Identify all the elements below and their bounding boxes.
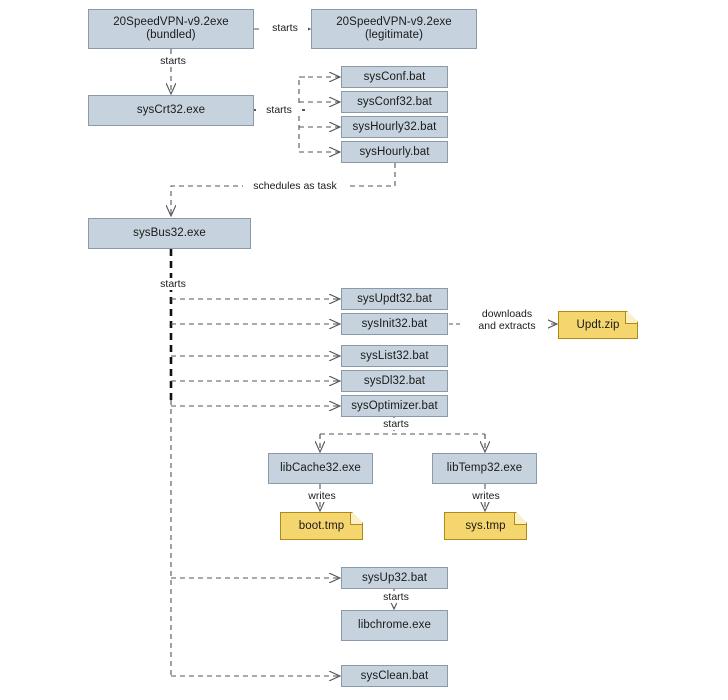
node-label: sysDl32.bat — [363, 374, 426, 387]
node-label: sysConf32.bat — [357, 95, 432, 108]
edge-label-lbl_downloads: downloads and extracts — [466, 308, 548, 332]
node-label: sysClean.bat — [360, 669, 429, 682]
node-label: sysList32.bat — [360, 349, 429, 362]
node-sysinit32[interactable]: sysInit32.bat — [341, 313, 448, 335]
node-label: sysCrt32.exe — [136, 104, 206, 116]
node-label: Updt.zip — [576, 318, 620, 331]
node-libchrome[interactable]: libchrome.exe — [341, 610, 448, 641]
node-sysbus32[interactable]: sysBus32.exe — [88, 218, 251, 249]
node-sysconf[interactable]: sysConf.bat — [341, 66, 448, 88]
edge-label-lbl_writes_temp: writes — [463, 490, 509, 502]
node-sysupdt32[interactable]: sysUpdt32.bat — [341, 288, 448, 310]
node-sys_tmp[interactable]: sys.tmp — [444, 512, 527, 540]
node-label: libchrome.exe — [358, 619, 431, 631]
node-updt_zip[interactable]: Updt.zip — [558, 311, 638, 339]
edge-label-lbl_starts_opt: starts — [373, 418, 419, 430]
edge-label-lbl_starts_crt: starts — [150, 55, 196, 67]
node-syshourly[interactable]: sysHourly.bat — [341, 141, 448, 163]
node-label: sysConf.bat — [363, 70, 426, 83]
node-label: sysHourly32.bat — [352, 120, 437, 133]
node-sysup32[interactable]: sysUp32.bat — [341, 567, 448, 589]
node-sysoptimizer[interactable]: sysOptimizer.bat — [341, 395, 448, 417]
edge-label-lbl_writes_cache: writes — [299, 490, 345, 502]
node-label: boot.tmp — [298, 519, 345, 532]
node-boot_tmp[interactable]: boot.tmp — [280, 512, 363, 540]
node-label: libCache32.exe — [280, 462, 361, 474]
node-syshourly32[interactable]: sysHourly32.bat — [341, 116, 448, 138]
folded-corner-icon — [514, 513, 526, 525]
edge-label-lbl_starts_bats: starts — [256, 104, 302, 116]
folded-corner-icon — [625, 312, 637, 324]
node-label: sysBus32.exe — [133, 227, 206, 239]
edge-label-lbl_starts_bus: starts — [150, 278, 196, 290]
node-label: 20SpeedVPN-v9.2exe (legitimate) — [336, 16, 452, 41]
node-vpn_bundled[interactable]: 20SpeedVPN-v9.2exe (bundled) — [88, 9, 254, 49]
edge-label-lbl_starts_up32: starts — [373, 591, 419, 603]
node-label: 20SpeedVPN-v9.2exe (bundled) — [113, 16, 229, 41]
node-label: sys.tmp — [465, 519, 506, 532]
edge-label-lbl_starts_vpn: starts — [262, 22, 308, 34]
node-sysclean[interactable]: sysClean.bat — [341, 665, 448, 687]
node-sysconf32[interactable]: sysConf32.bat — [341, 91, 448, 113]
node-syscrt32[interactable]: sysCrt32.exe — [88, 95, 254, 126]
node-libcache32[interactable]: libCache32.exe — [268, 453, 373, 484]
node-sysdl32[interactable]: sysDl32.bat — [341, 370, 448, 392]
edge-label-lbl_schedules: schedules as task — [243, 180, 347, 192]
node-vpn_legit[interactable]: 20SpeedVPN-v9.2exe (legitimate) — [311, 9, 477, 49]
node-label: libTemp32.exe — [446, 462, 523, 474]
node-label: sysOptimizer.bat — [351, 399, 438, 412]
node-label: sysInit32.bat — [361, 317, 428, 330]
node-syslist32[interactable]: sysList32.bat — [341, 345, 448, 367]
node-libtemp32[interactable]: libTemp32.exe — [432, 453, 537, 484]
node-label: sysUp32.bat — [361, 571, 428, 584]
folded-corner-icon — [350, 513, 362, 525]
node-label: sysHourly.bat — [359, 145, 430, 158]
node-label: sysUpdt32.bat — [357, 292, 432, 305]
